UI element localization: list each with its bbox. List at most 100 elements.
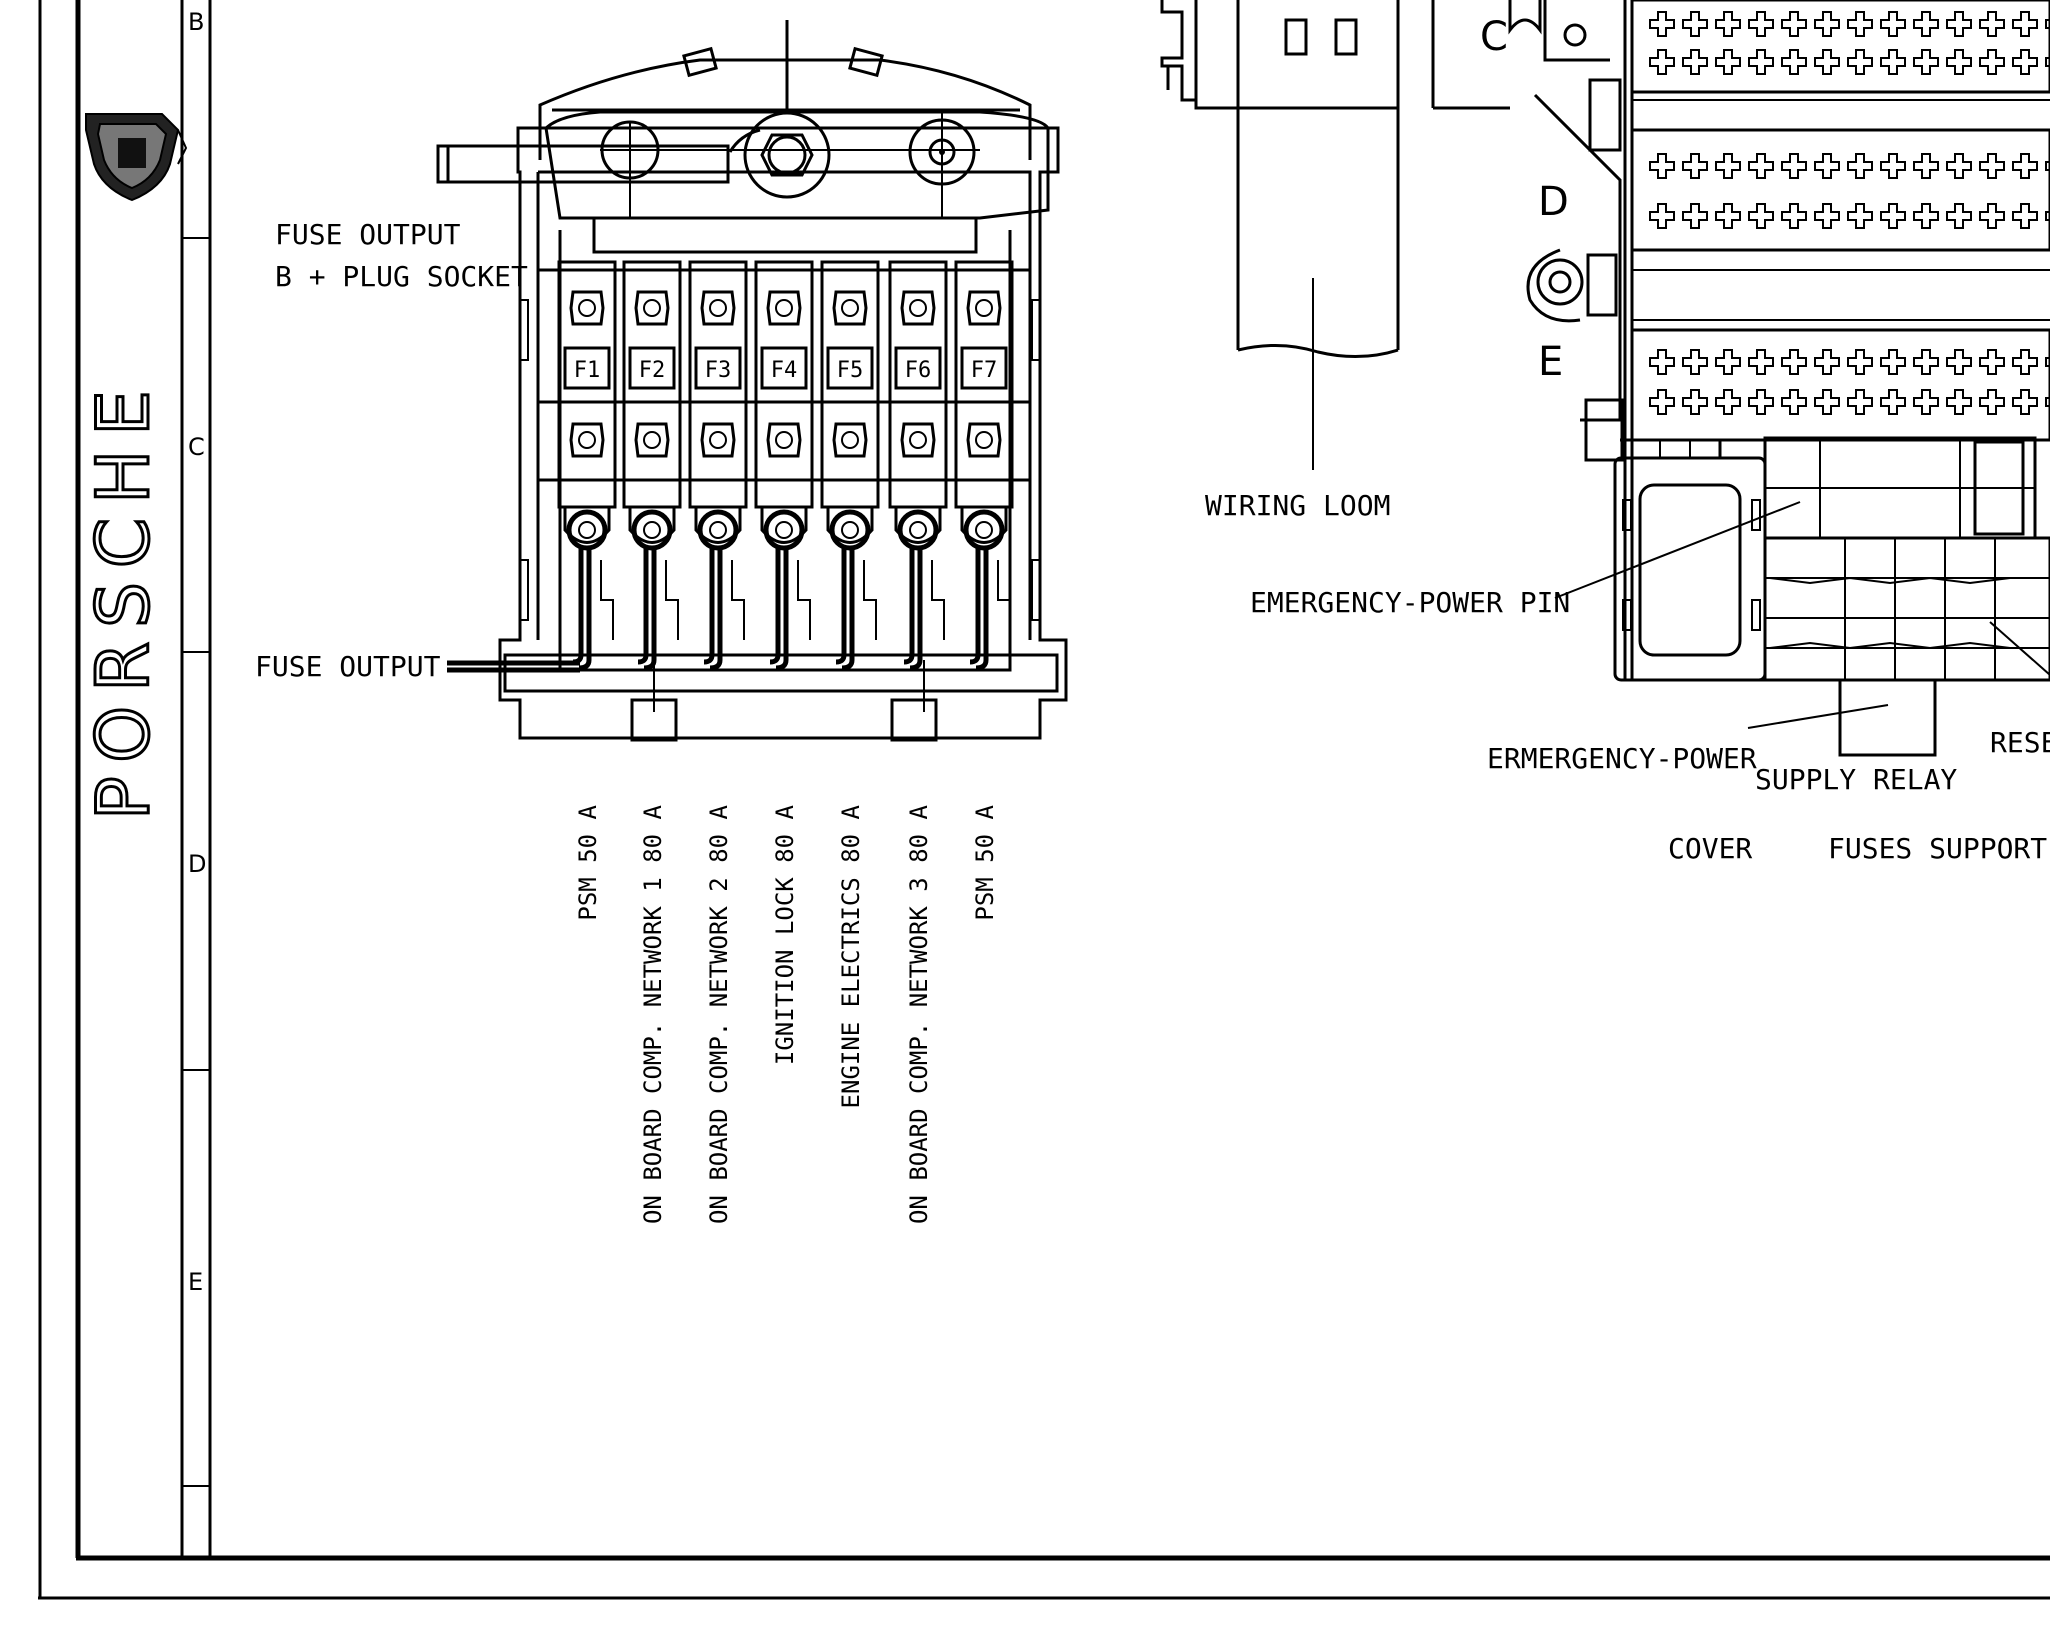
connector-pin — [1946, 49, 1972, 75]
connector-pin — [1847, 349, 1873, 375]
connector-pin — [1913, 49, 1939, 75]
grid-row-d: D — [188, 850, 206, 878]
connector-pin — [2012, 389, 2038, 415]
fuse-f4: F4 — [754, 260, 814, 671]
connector-pin — [2012, 49, 2038, 75]
connector-pin — [1814, 389, 1840, 415]
connector-pin — [1946, 11, 1972, 37]
connector-pin — [1880, 11, 1906, 37]
fuse-rating-3: ON BOARD COMP. NETWORK 2 80 A — [705, 804, 733, 1224]
fuse-rating-2: ON BOARD COMP. NETWORK 1 80 A — [639, 804, 667, 1224]
fuse-label: F1 — [574, 358, 601, 383]
connector-pin — [1913, 389, 1939, 415]
connector-pin — [2012, 203, 2038, 229]
connector-pin — [1979, 389, 2005, 415]
connector-pin — [1880, 153, 1906, 179]
drawing-frame — [38, 0, 2050, 1600]
connector-pin — [1847, 153, 1873, 179]
connector-d: D — [1538, 179, 1569, 225]
connector-pin — [1649, 349, 1675, 375]
fuse-box-housing — [436, 20, 1068, 742]
connector-pin — [1649, 153, 1675, 179]
connector-pin — [1748, 389, 1774, 415]
label-fuses-support: FUSES SUPPORT — [1828, 832, 2047, 865]
connector-pin — [1715, 389, 1741, 415]
label-emergency-power-pin: EMERGENCY-POWER PIN — [1250, 586, 1570, 619]
right-panel-leaders — [1554, 501, 2050, 729]
grid-row-c: C — [188, 433, 205, 461]
connector-pin — [2012, 11, 2038, 37]
label-cover: COVER — [1668, 832, 1752, 865]
connector-pin — [1814, 203, 1840, 229]
connector-pin — [1979, 11, 2005, 37]
connector-pin — [1748, 349, 1774, 375]
connector-pin — [1946, 153, 1972, 179]
fuse-f6: F6 — [888, 260, 948, 671]
fuse-f7: F7 — [954, 260, 1014, 671]
connector-pin — [1847, 389, 1873, 415]
wiring-loom — [1160, 0, 1510, 470]
connector-pin — [1748, 49, 1774, 75]
fuse-label: F2 — [639, 358, 666, 383]
fuse-f1: F1 — [557, 260, 617, 671]
connector-pin — [1649, 49, 1675, 75]
connector-pin — [1814, 153, 1840, 179]
label-ermergency-power: ERMERGENCY-POWER — [1487, 742, 1757, 775]
fuse-label: F4 — [771, 358, 798, 383]
fuse-rating-1: PSM 50 A — [574, 804, 602, 920]
connector-pin — [1847, 11, 1873, 37]
fuse-ratings: PSM 50 A ON BOARD COMP. NETWORK 1 80 A ON … — [574, 804, 999, 1224]
connector-pin — [1682, 49, 1708, 75]
connector-pin — [1814, 11, 1840, 37]
connector-pin — [1781, 389, 1807, 415]
connector-pin — [1880, 49, 1906, 75]
label-wiring-loom: WIRING LOOM — [1205, 489, 1390, 522]
connector-pin — [1715, 203, 1741, 229]
grid-row-letters: B C D E — [188, 8, 206, 1296]
connector-pin — [1649, 11, 1675, 37]
connector-pin — [1715, 49, 1741, 75]
connector-pin — [1913, 153, 1939, 179]
connector-pin — [1682, 389, 1708, 415]
fuse-rating-5: ENGINE ELECTRICS 80 A — [837, 804, 865, 1108]
connector-pin — [1847, 49, 1873, 75]
connector-pin — [1649, 389, 1675, 415]
fuse-label: F6 — [905, 358, 932, 383]
connector-pin — [1682, 11, 1708, 37]
fuse-rating-4: IGNITION LOCK 80 A — [771, 804, 799, 1065]
connector-pin — [1748, 153, 1774, 179]
fuse-rating-7: PSM 50 A — [971, 804, 999, 920]
fuse-label: F5 — [837, 358, 864, 383]
connector-pin — [1748, 11, 1774, 37]
label-rese: RESE — [1990, 726, 2050, 759]
connector-pin — [1682, 153, 1708, 179]
label-fuse-output-b-line1: FUSE OUTPUT — [275, 218, 461, 251]
connector-pin — [2012, 349, 2038, 375]
connector-letters: C D E — [1480, 14, 1569, 385]
connector-pin — [1946, 349, 1972, 375]
fuse-label: F7 — [971, 358, 998, 383]
central-electrics-unit — [1508, 0, 2050, 680]
fuse-f2: F2 — [622, 260, 682, 671]
connector-pin — [1979, 203, 2005, 229]
connector-c: C — [1480, 14, 1508, 60]
connector-pin — [1880, 389, 1906, 415]
connector-e: E — [1538, 339, 1563, 385]
porsche-crest-logo — [85, 113, 188, 202]
right-panel-labels: WIRING LOOM EMERGENCY-POWER PIN ERMERGEN… — [1205, 489, 2050, 865]
connector-pin — [1682, 349, 1708, 375]
porsche-wordmark: PORSCHE — [80, 375, 167, 822]
relay-and-fuse-support — [1613, 436, 2050, 757]
connector-pin — [1913, 349, 1939, 375]
fuse-box-labels: FUSE OUTPUT B + PLUG SOCKET FUSE OUTPUT — [255, 218, 528, 683]
connector-pin — [2012, 153, 2038, 179]
connector-pin — [1913, 11, 1939, 37]
connector-pin — [1781, 49, 1807, 75]
fuse-rating-6: ON BOARD COMP. NETWORK 3 80 A — [905, 804, 933, 1224]
fuse-label: F3 — [705, 358, 732, 383]
connector-pin — [1880, 203, 1906, 229]
connector-pin — [1715, 349, 1741, 375]
connector-pin — [1946, 203, 1972, 229]
label-fuse-output-b-line2: B + PLUG SOCKET — [275, 260, 528, 293]
